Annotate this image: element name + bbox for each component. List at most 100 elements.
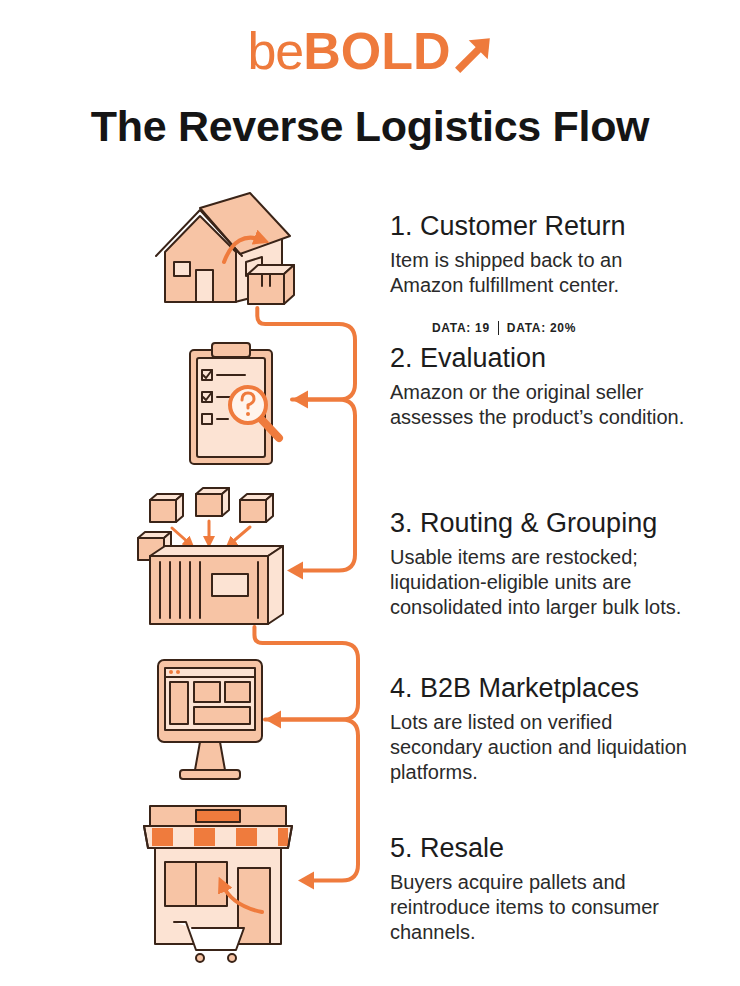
boxes-container-icon-part xyxy=(266,494,273,522)
step-heading: 2. Evaluation xyxy=(390,342,690,374)
clipboard-icon xyxy=(190,343,279,464)
connector-line xyxy=(265,720,358,881)
arrow-head xyxy=(298,872,314,890)
monitor-icon-part xyxy=(158,660,262,742)
boxes-container-icon-part xyxy=(240,500,266,522)
monitor-icon-part xyxy=(176,670,180,674)
clipboard-icon-part xyxy=(203,370,212,378)
step-text: 1. Customer ReturnItem is shipped back t… xyxy=(390,210,690,298)
monitor-icon-part xyxy=(195,742,225,770)
house-icon xyxy=(156,193,294,304)
monitor-icon-part xyxy=(194,707,250,724)
diagram-title: The Reverse Logistics Flow xyxy=(0,100,740,152)
monitor-icon-part xyxy=(225,682,250,702)
clipboard-icon-part xyxy=(197,358,265,457)
clipboard-icon-part xyxy=(202,392,212,402)
shop-icon-part xyxy=(196,810,240,822)
data-label: DATA: 19 xyxy=(432,321,490,335)
boxes-container-icon-part xyxy=(172,528,190,544)
process-step: 2. EvaluationAmazon or the original sell… xyxy=(182,338,292,466)
clipboard-icon-part xyxy=(203,392,212,400)
house-icon-part xyxy=(284,265,294,304)
flow-connector xyxy=(257,308,355,408)
shop-icon-part xyxy=(236,828,257,846)
house-icon-part xyxy=(224,238,262,262)
monitor-icon xyxy=(158,660,262,779)
shop-icon-part xyxy=(144,826,292,848)
process-step: 3. Routing & GroupingUsable items are re… xyxy=(132,482,287,627)
shop-icon-part xyxy=(278,828,288,846)
step-text: 2. EvaluationAmazon or the original sell… xyxy=(390,342,690,430)
step-heading: 1. Customer Return xyxy=(390,210,690,242)
boxes-container-icon-part xyxy=(257,562,259,618)
shop-icon-part xyxy=(196,954,204,962)
shop-icon xyxy=(144,806,292,962)
clipboard-icon-part xyxy=(202,414,212,424)
boxes-container-icon-part xyxy=(230,527,250,544)
boxes-container-icon-part xyxy=(208,521,211,542)
shop-icon-part xyxy=(144,826,292,848)
clipboard-icon-part xyxy=(246,412,250,416)
clipboard-icon-part xyxy=(212,343,250,357)
step-description: Item is shipped back to an Amazon fulfil… xyxy=(390,248,690,298)
shop-icon-part xyxy=(150,806,286,826)
clipboard-icon-part xyxy=(190,350,272,464)
shop-icon-part xyxy=(152,828,173,846)
step-description: Amazon or the original seller assesses t… xyxy=(390,380,690,430)
boxes-container-icon-part xyxy=(212,574,248,596)
clipboard-icon-part xyxy=(230,387,266,423)
data-label: DATA: 20% xyxy=(507,321,576,335)
boxes-container-icon-part xyxy=(169,562,171,618)
connector-line xyxy=(254,627,358,720)
boxes-container-icon-part xyxy=(179,562,181,618)
monitor-icon-part xyxy=(169,670,173,674)
step-description: Lots are listed on verified secondary au… xyxy=(390,710,690,785)
clipboard-icon-part xyxy=(202,370,212,380)
house-icon-part xyxy=(196,270,213,302)
boxes-container-icon-part xyxy=(196,494,222,516)
house-icon-part xyxy=(248,274,284,304)
clipboard-icon-part xyxy=(242,393,254,408)
boxes-container-icon-part xyxy=(150,556,268,624)
arrow-head xyxy=(265,711,281,729)
step-text: 5. ResaleBuyers acquire pallets and rein… xyxy=(390,832,690,945)
shop-icon-part xyxy=(165,862,227,906)
arrow-head xyxy=(287,561,303,579)
boxes-container-icon-part xyxy=(176,494,183,522)
boxes-container-icon-part xyxy=(150,500,176,522)
flow-connector xyxy=(265,720,358,890)
process-step: 4. B2B MarketplacesLots are listed on ve… xyxy=(155,652,265,787)
clipboard-icon-part xyxy=(262,420,279,438)
step-heading: 4. B2B Marketplaces xyxy=(390,672,690,704)
shop-icon-part xyxy=(222,884,262,912)
monitor-icon-part xyxy=(180,770,240,779)
logo: beBOLD xyxy=(0,22,740,80)
boxes-container-icon-part xyxy=(222,488,229,516)
clipboard-icon-part xyxy=(217,374,245,376)
step-heading: 3. Routing & Grouping xyxy=(390,507,690,539)
arrow-head xyxy=(292,390,308,408)
connector-line xyxy=(292,399,355,570)
shop-icon-part xyxy=(194,828,215,846)
flow-connector xyxy=(254,627,358,729)
logo-arrow xyxy=(455,35,493,73)
divider xyxy=(498,321,499,335)
house-icon-part xyxy=(261,274,263,286)
data-row: DATA: 19 DATA: 20% xyxy=(432,321,576,335)
monitor-icon-part xyxy=(194,682,220,702)
flow-connector xyxy=(287,399,355,579)
monitor-icon-part xyxy=(165,676,255,678)
house-icon-part xyxy=(174,262,190,276)
step-heading: 5. Resale xyxy=(390,832,690,864)
boxes-container-icon-part xyxy=(268,546,283,624)
process-step: 1. Customer ReturnItem is shipped back t… xyxy=(150,190,295,308)
boxes-container-icon-part xyxy=(150,546,283,556)
clipboard-icon-part xyxy=(217,418,228,420)
logo-text: BOLD xyxy=(303,22,450,80)
process-step: 5. ResaleBuyers acquire pallets and rein… xyxy=(138,798,298,963)
step-text: 4. B2B MarketplacesLots are listed on ve… xyxy=(390,672,690,785)
connector-line xyxy=(257,308,355,399)
house-icon-part xyxy=(269,274,271,286)
boxes-container-icon-part xyxy=(159,562,161,618)
